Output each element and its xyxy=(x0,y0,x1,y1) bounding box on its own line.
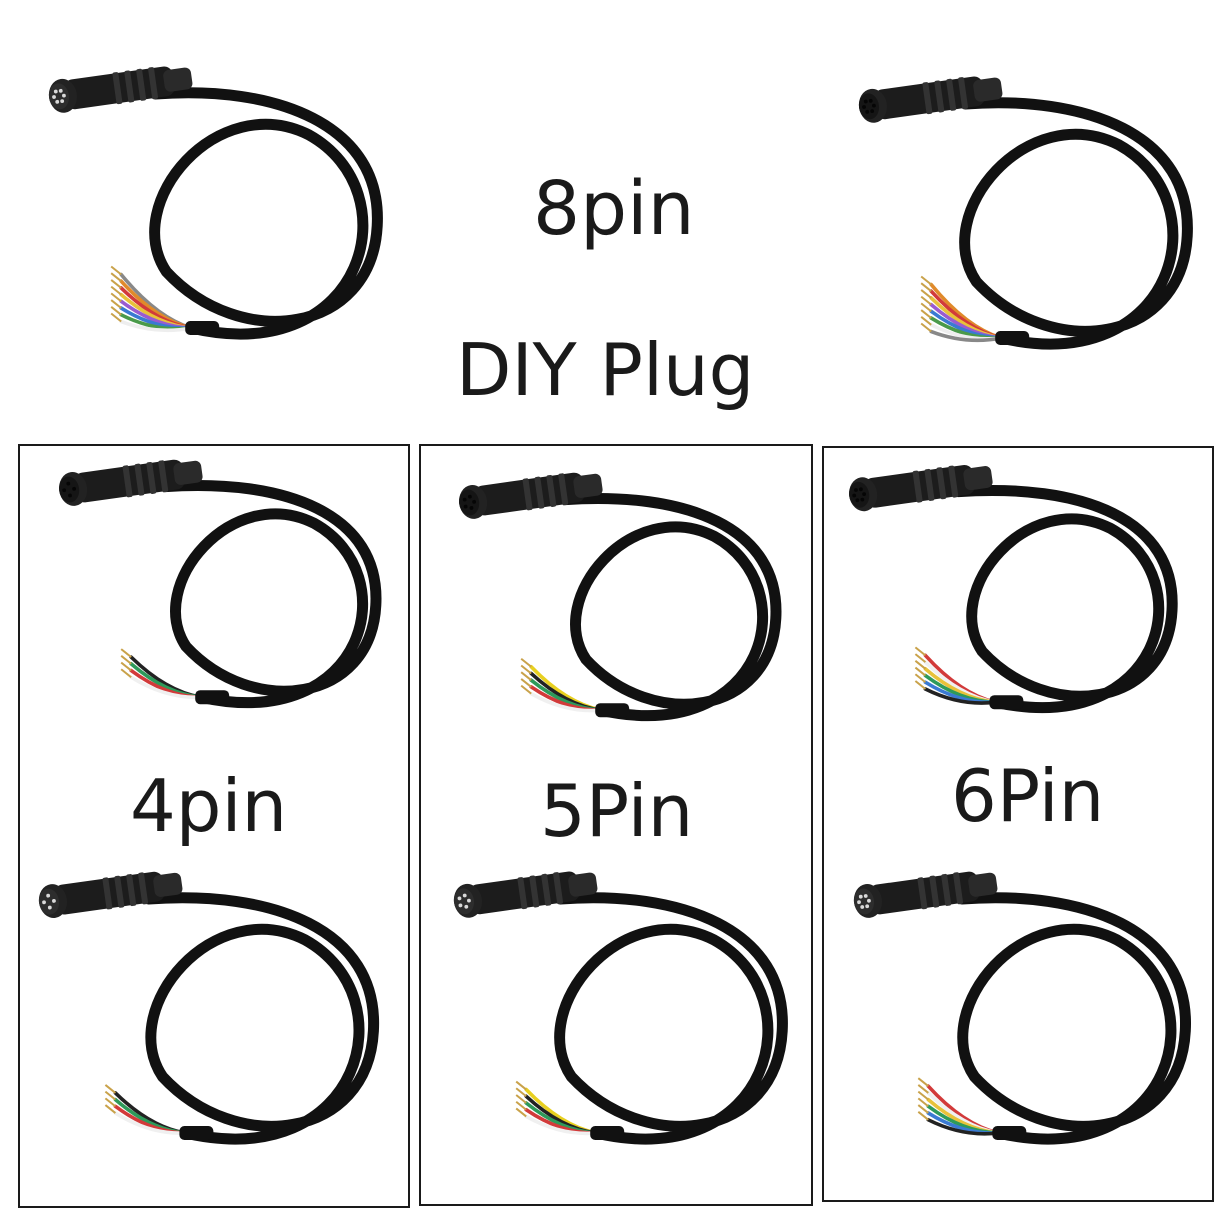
wire-tip xyxy=(920,295,932,306)
wire-tip xyxy=(515,1087,527,1098)
cable-jacket xyxy=(149,87,383,340)
cable-4pin-male xyxy=(38,871,379,1145)
connector-head xyxy=(849,464,993,512)
wire-tip xyxy=(110,306,122,316)
wire-strand xyxy=(524,1114,598,1136)
wire-tip xyxy=(914,653,927,663)
wire-tip xyxy=(520,684,532,695)
frame-4pin xyxy=(18,444,410,1208)
cable-jacket xyxy=(952,485,1178,714)
wire-tip xyxy=(920,309,932,319)
cable-8pin-male xyxy=(48,66,383,340)
connector-head xyxy=(48,66,193,113)
cable-end-sleeve xyxy=(185,321,220,335)
wire-tip xyxy=(120,668,132,679)
wire-tip xyxy=(920,275,932,286)
wire-tip xyxy=(120,655,132,665)
cable-jacket xyxy=(554,892,788,1145)
cable-8pin-female xyxy=(858,76,1193,350)
cable-jacket xyxy=(559,493,782,722)
cable-end-sleeve xyxy=(590,1126,625,1140)
wire-tip xyxy=(917,1097,929,1108)
frame-5pin xyxy=(419,444,813,1206)
wire-tip xyxy=(515,1100,527,1111)
wire-tip xyxy=(110,312,122,323)
connector-head xyxy=(459,472,603,519)
wire-tip xyxy=(104,1097,117,1108)
wire-tip xyxy=(914,680,927,690)
wire-tip xyxy=(104,1090,117,1101)
wire-tip xyxy=(515,1080,527,1091)
wire-tip xyxy=(120,661,132,672)
cable-jacket xyxy=(142,892,379,1145)
wire-tip xyxy=(520,678,532,688)
cable-end-sleeve xyxy=(995,331,1030,345)
cable-jacket xyxy=(159,480,382,709)
wire-tip xyxy=(104,1084,117,1094)
label-4pin: 4pin xyxy=(130,764,288,848)
cable-5pin-female xyxy=(459,472,782,722)
wire-strand xyxy=(129,675,203,700)
wire-tip xyxy=(920,289,932,299)
wire-strand xyxy=(119,319,193,333)
wire-strand xyxy=(926,1118,1001,1136)
wire-tip xyxy=(917,1077,929,1087)
wire-tip xyxy=(914,646,927,657)
wire-tip xyxy=(917,1104,929,1114)
wire-tip xyxy=(920,322,932,333)
cable-end-sleeve xyxy=(179,1126,214,1140)
wire-tip xyxy=(110,299,122,309)
cable-jacket xyxy=(959,97,1193,350)
wire-tip xyxy=(917,1111,929,1121)
wire-tip xyxy=(917,1090,929,1101)
connector-head xyxy=(853,871,998,918)
label-6pin: 6Pin xyxy=(951,754,1105,838)
wire-strand xyxy=(929,329,1003,343)
cable-4pin-female xyxy=(59,459,382,709)
wire-tip xyxy=(920,282,932,292)
wire-tip xyxy=(120,648,132,658)
label-8pin: 8pin xyxy=(533,166,695,252)
wire-strand xyxy=(923,687,998,705)
connector-head xyxy=(38,871,183,919)
cable-6pin-female xyxy=(849,464,1178,714)
cable-5pin-male xyxy=(453,871,788,1145)
connector-head xyxy=(453,871,598,918)
wire-tip xyxy=(520,664,532,675)
cable-end-sleeve xyxy=(195,690,230,705)
connector-head xyxy=(59,459,203,506)
cable-end-sleeve xyxy=(989,695,1024,710)
connector-head xyxy=(858,76,1003,123)
wire-tip xyxy=(520,657,532,668)
wire-tip xyxy=(920,316,932,326)
wire-tip xyxy=(920,302,932,313)
wire-tip xyxy=(515,1107,527,1118)
cable-jacket xyxy=(956,892,1191,1145)
wire-tip xyxy=(110,292,122,303)
wire-tip xyxy=(520,671,532,681)
cable-end-sleeve xyxy=(595,703,630,718)
wire-tip xyxy=(917,1084,929,1094)
wire-tip xyxy=(914,673,927,684)
label-5pin: 5Pin xyxy=(540,769,694,853)
cable-end-sleeve xyxy=(992,1126,1027,1140)
wire-tip xyxy=(110,272,122,282)
wire-tip xyxy=(104,1104,117,1114)
wire-strand xyxy=(113,1111,188,1135)
wire-tip xyxy=(110,279,122,289)
cable-6pin-male xyxy=(853,871,1191,1145)
wire-tip xyxy=(110,265,122,276)
wire-tip xyxy=(515,1094,527,1104)
wire-tip xyxy=(914,666,927,677)
label-diy-plug: DIY Plug xyxy=(456,328,755,412)
wire-tip xyxy=(110,285,122,296)
wire-tip xyxy=(914,660,927,670)
frame-6pin xyxy=(822,446,1214,1202)
wire-strand xyxy=(529,691,603,713)
